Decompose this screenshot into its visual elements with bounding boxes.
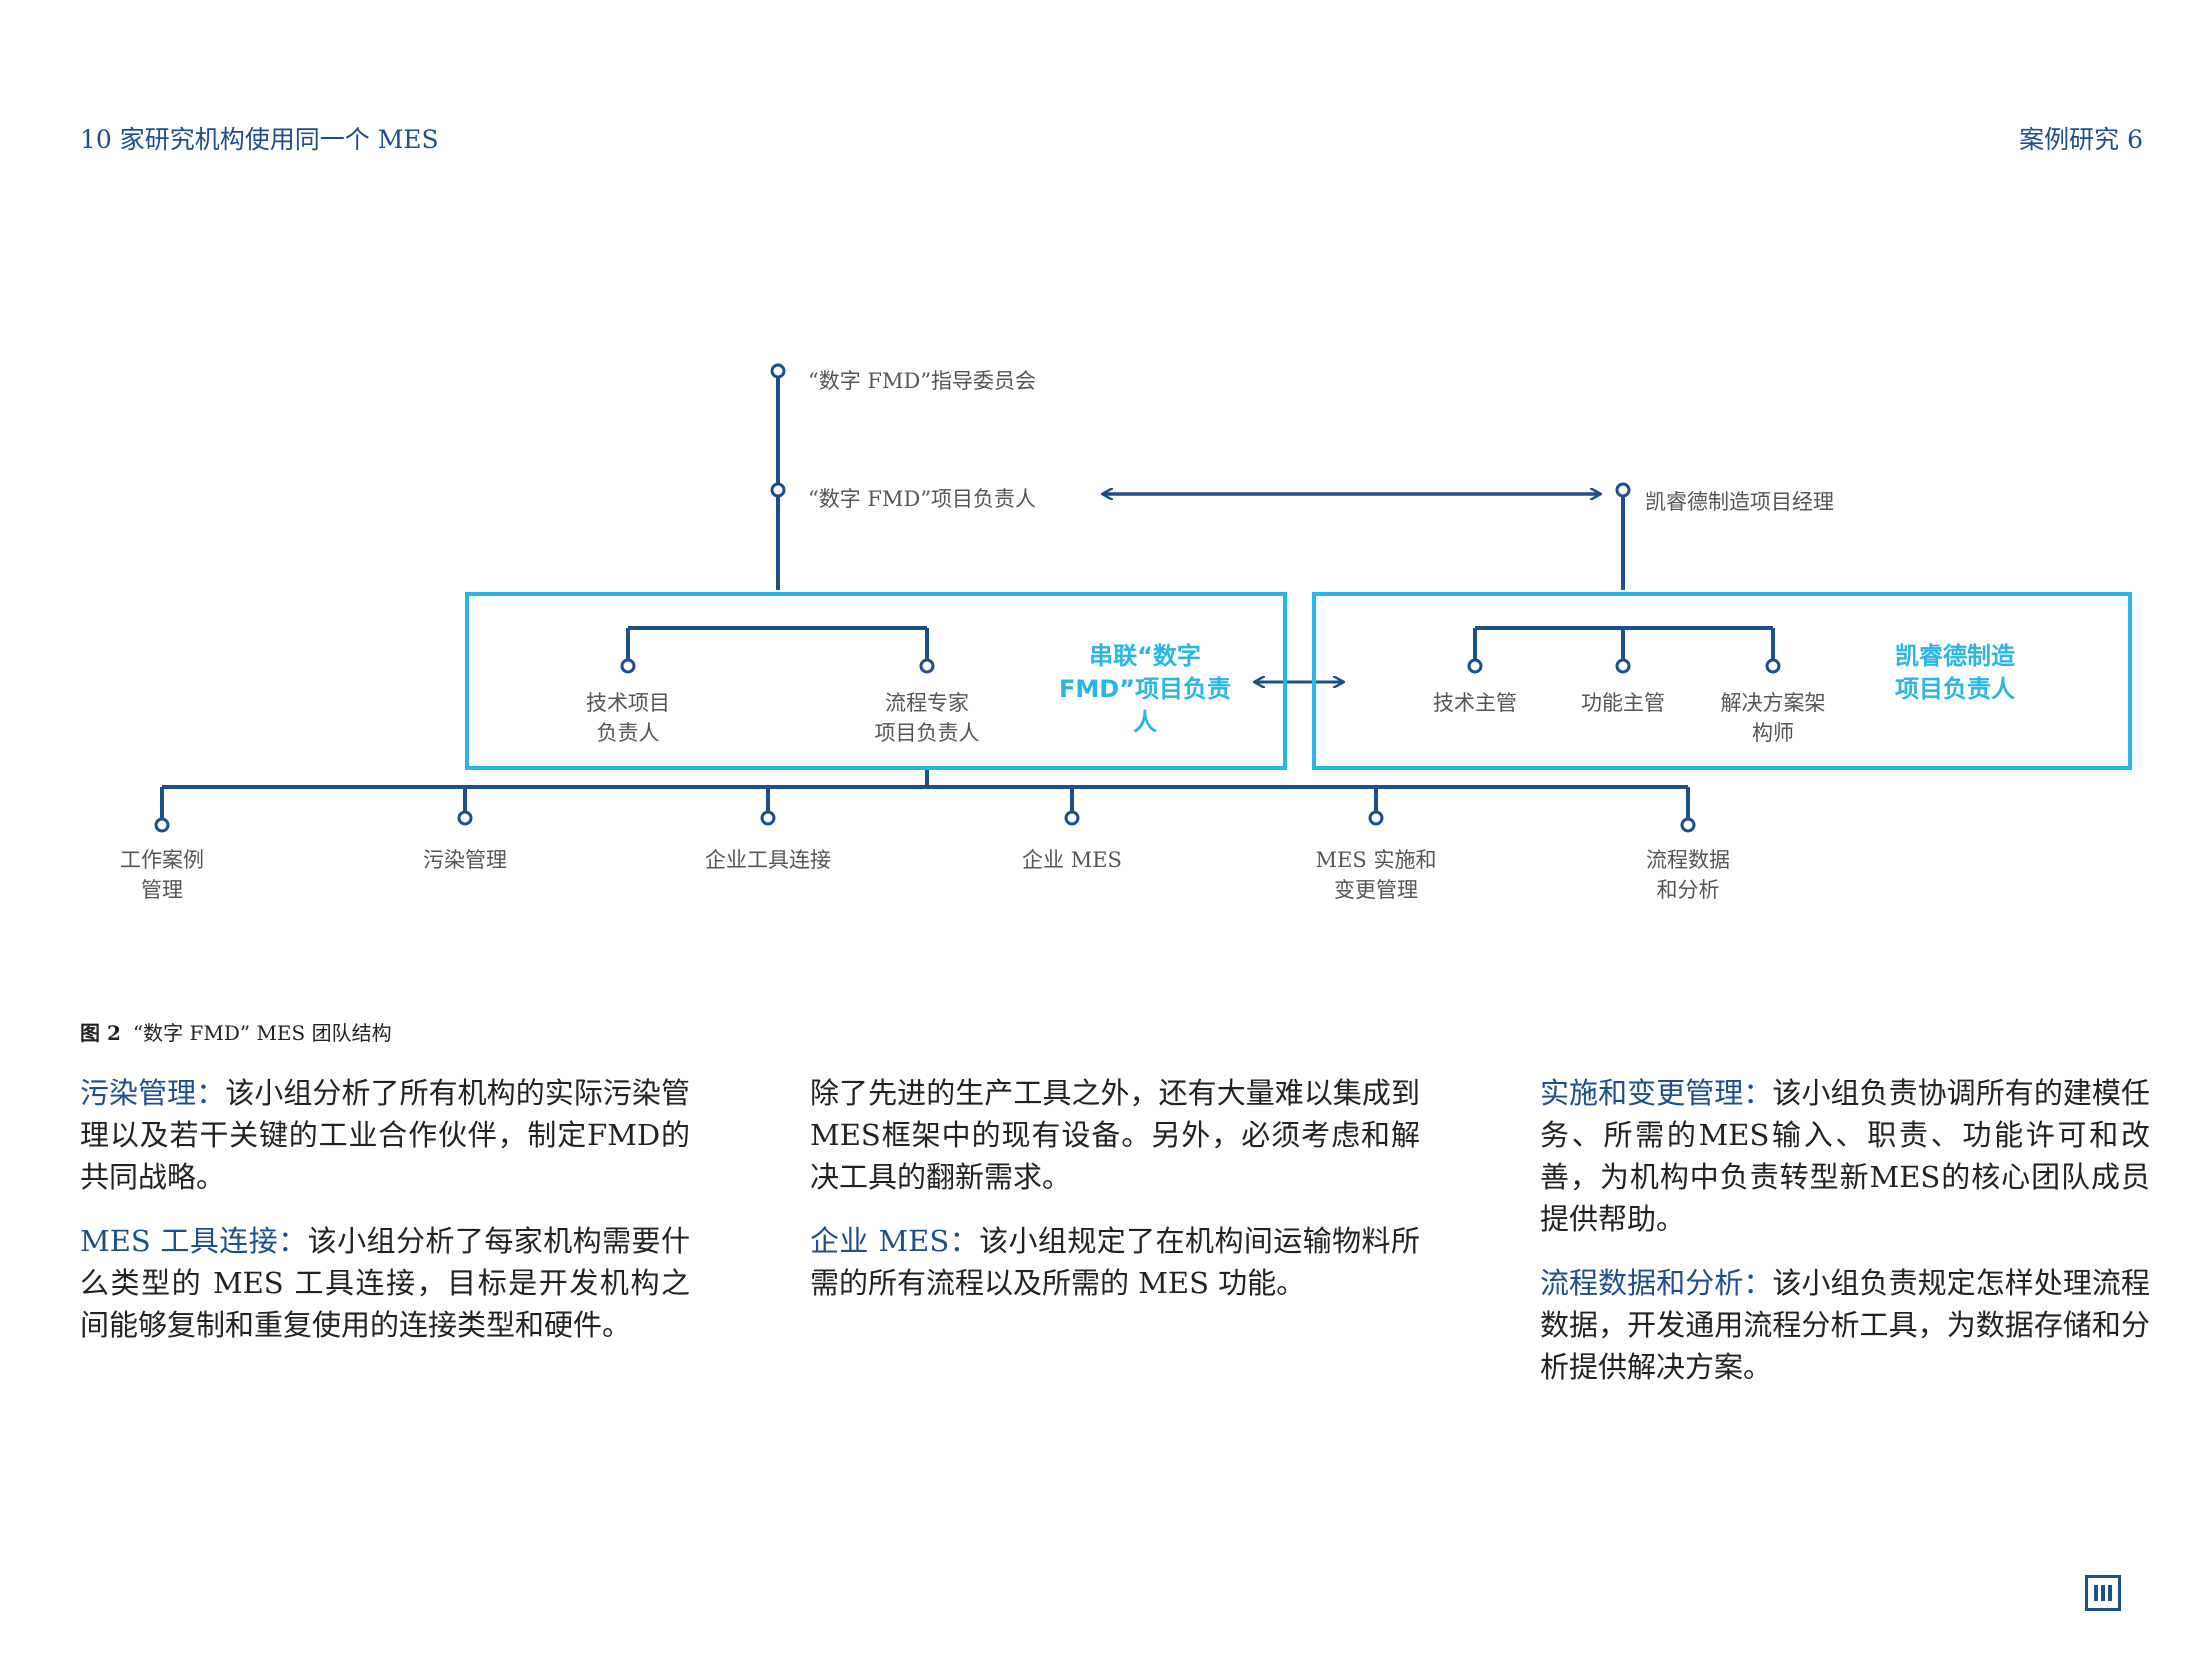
- paragraph: 流程数据和分析：该小组负责规定怎样处理流程数据，开发通用流程分析工具，为数据存储…: [1540, 1262, 2150, 1388]
- left-team-box: [465, 592, 1287, 770]
- paragraph-term: MES 工具连接：: [80, 1224, 308, 1258]
- text-column-1: 污染管理：该小组分析了所有机构的实际污染管理以及若干关键的工业合作伙伴，制定FM…: [80, 1072, 690, 1368]
- paragraph: 除了先进的生产工具之外，还有大量难以集成到MES框架中的现有设备。另外，必须考虑…: [810, 1072, 1420, 1198]
- paragraph: 实施和变更管理：该小组负责协调所有的建模任务、所需的MES输入、职责、功能许可和…: [1540, 1072, 2150, 1240]
- org-chart: [154, 363, 2132, 833]
- subgroup-enterprise-mes: 企业 MES: [1022, 848, 1122, 872]
- subgroup-case-mgmt: 工作案例 管理: [120, 848, 204, 902]
- paragraph: 污染管理：该小组分析了所有机构的实际污染管理以及若干关键的工业合作伙伴，制定FM…: [80, 1072, 690, 1198]
- paragraph-term: 企业 MES：: [810, 1224, 980, 1258]
- kaiser-lead-label: 凯睿德制造 项目负责人: [1895, 642, 2015, 703]
- figure-caption: 图 2 “数字 FMD” MES 团队结构: [80, 1017, 392, 1046]
- architect-label: 解决方案架 构师: [1720, 691, 1826, 745]
- paragraph: MES 工具连接：该小组分析了每家机构需要什么类型的 MES 工具连接，目标是开…: [80, 1220, 690, 1346]
- figure-caption-text: “数字 FMD” MES 团队结构: [132, 1021, 392, 1045]
- paragraph: 企业 MES：该小组规定了在机构间运输物料所需的所有流程以及所需的 MES 功能…: [810, 1220, 1420, 1304]
- paragraph-text: 该小组规定了在机构间运输物料所需的所有流程以及所需的 MES 功能。: [810, 1224, 1420, 1300]
- paragraph-text: 该小组分析了每家机构需要什么类型的 MES 工具连接，目标是开发机构之间能够复制…: [80, 1224, 690, 1342]
- kaiser-pm-label: 凯睿德制造项目经理: [1645, 490, 1834, 514]
- subgroup-process-data: 流程数据 和分析: [1646, 848, 1730, 902]
- running-header-title: 10 家研究机构使用同一个 MES: [80, 125, 439, 154]
- paragraph-text: 该小组负责协调所有的建模任务、所需的MES输入、职责、功能许可和改善，为机构中负…: [1540, 1076, 2150, 1236]
- brand-logo-icon: [2085, 1575, 2121, 1611]
- fmd-project-lead-label: “数字 FMD”项目负责人: [808, 487, 1037, 511]
- func-manager-label: 功能主管: [1581, 691, 1665, 715]
- paragraph-term: 流程数据和分析：: [1540, 1266, 1773, 1300]
- liaison-lead-label: 串联“数字 FMD”项目负责 人: [1059, 642, 1231, 736]
- text-column-3: 实施和变更管理：该小组负责协调所有的建模任务、所需的MES输入、职责、功能许可和…: [1540, 1072, 2150, 1410]
- process-expert-label: 流程专家 项目负责人: [874, 691, 980, 745]
- running-header-page: 案例研究 6: [2019, 125, 2143, 154]
- figure-number: 图 2: [80, 1021, 121, 1045]
- subgroup-contamination: 污染管理: [423, 848, 507, 872]
- paragraph-text: 该小组分析了所有机构的实际污染管理以及若干关键的工业合作伙伴，制定FMD的共同战…: [80, 1076, 690, 1194]
- tech-manager-label: 技术主管: [1433, 691, 1517, 715]
- tech-lead-label: 技术项目 负责人: [586, 691, 670, 745]
- subgroup-tool-connect: 企业工具连接: [705, 848, 831, 872]
- text-column-2: 除了先进的生产工具之外，还有大量难以集成到MES框架中的现有设备。另外，必须考虑…: [810, 1072, 1420, 1326]
- paragraph-term: 污染管理：: [80, 1076, 226, 1110]
- subgroup-mes-change: MES 实施和 变更管理: [1315, 848, 1437, 902]
- paragraph-term: 实施和变更管理：: [1540, 1076, 1773, 1110]
- right-team-box: [1312, 592, 2132, 770]
- steering-committee-label: “数字 FMD”指导委员会: [808, 369, 1037, 393]
- paragraph-text: 该小组负责规定怎样处理流程数据，开发通用流程分析工具，为数据存储和分析提供解决方…: [1540, 1266, 2150, 1384]
- paragraph-text: 除了先进的生产工具之外，还有大量难以集成到MES框架中的现有设备。另外，必须考虑…: [810, 1076, 1420, 1194]
